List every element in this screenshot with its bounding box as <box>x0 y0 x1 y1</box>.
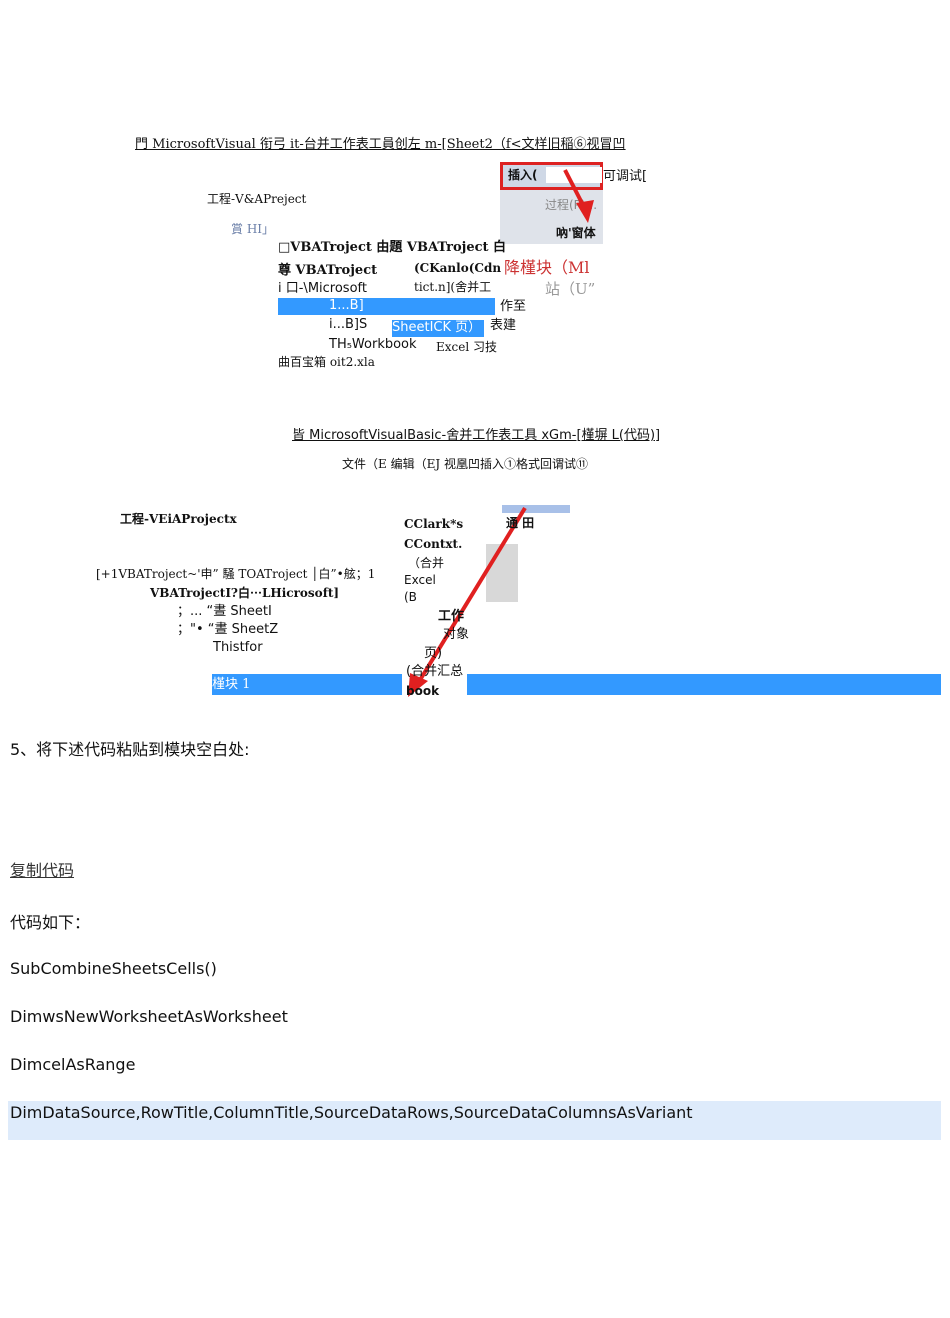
vbe-code-window-title: 皆 MicrosoftVisualBasic-舍并工作表工具 xGm-[槿塀 L… <box>292 428 661 443</box>
code-line: DimDataSource,RowTitle,ColumnTitle,Sourc… <box>10 1103 693 1122</box>
menu-user-form[interactable]: 吶'窗体 <box>556 226 596 240</box>
object-line: 作至 <box>500 299 527 314</box>
code-line: SubCombineSheetsCells() <box>10 959 217 978</box>
object-line: 工作 <box>438 609 465 624</box>
object-line: （合并 <box>408 556 445 570</box>
object-line: (B <box>404 590 417 604</box>
object-line: (合并汇总 <box>406 664 464 679</box>
vbe-window-title: 門 MicrosoftVisual 衔弓 it-台并工作表工員创左 m-[She… <box>135 137 626 152</box>
vbe-menu-bar[interactable]: 文件（E 编辑（EJ 视凰凹插入①格式回谓试⑪ <box>342 457 588 471</box>
project-label: 工程-V&APreject <box>207 192 307 206</box>
object-line: (CKanlo(Cdn <box>414 261 502 275</box>
tree-line[interactable]: i...B]S <box>329 317 368 332</box>
tree-line[interactable]: 尊 VBATroject <box>278 263 378 278</box>
object-line: book <box>406 684 440 698</box>
selection-bar <box>467 674 941 695</box>
menu-debug[interactable]: 可调试[ <box>603 169 648 184</box>
red-arrow-icon <box>408 506 527 697</box>
scroll-panel <box>486 544 518 602</box>
code-highlight <box>8 1101 941 1140</box>
tree-line[interactable]: [+1VBATroject~'申” 騒 TOATroject │白”•舷；1 <box>96 567 376 581</box>
tree-line[interactable]: 曲百宝箱 oit2.xla <box>278 355 375 369</box>
code-intro: 代码如下： <box>10 913 91 932</box>
menu-class[interactable]: 站（U” <box>545 280 596 298</box>
tree-line[interactable]: i 口-\Microsoft <box>278 281 367 296</box>
copy-code-link[interactable]: 复制代码 <box>10 861 75 880</box>
insert-menu-screenshot: 插入( 过程(P)... 吶'窗体 <box>500 162 603 244</box>
red-arrow-icon <box>563 169 594 223</box>
object-line: CClark*s <box>404 517 464 531</box>
tree-line[interactable]: Thistfor <box>213 640 263 655</box>
toolbar-strip <box>502 505 570 513</box>
menu-module[interactable]: 降槿块（Ml <box>504 258 590 277</box>
project-label: 工程-VEiAProjectx <box>120 512 237 526</box>
code-line: DimcelAsRange <box>10 1055 136 1074</box>
tree-line[interactable]: VBATrojectI?白⋯LHicrosoft] <box>150 586 340 600</box>
tree-line[interactable]: ；... “晝 SheetI <box>177 604 272 619</box>
toolbar-glyph: 通 田 <box>506 516 535 530</box>
menu-blank <box>546 167 602 183</box>
toolbar-glyph: 賞 HI」 <box>231 222 275 236</box>
object-line: Excel <box>404 573 436 587</box>
tree-line-selected[interactable]: 1...B] <box>278 298 495 315</box>
module-selected[interactable]: 槿块 1 <box>212 674 402 695</box>
object-line: 对象 <box>443 627 470 642</box>
step-5-text: 5、将下述代码粘贴到模块空白处: <box>10 740 250 759</box>
tree-line[interactable]: TH₅Workbook <box>329 337 417 352</box>
menu-insert[interactable]: 插入( <box>508 168 538 182</box>
tree-line[interactable]: □VBATroject 由題 VBATroject 白 <box>278 240 507 255</box>
selected-sheet[interactable]: SheetICK 页） <box>392 320 484 337</box>
object-line: CContxt. <box>404 537 463 551</box>
code-line: DimwsNewWorksheetAsWorksheet <box>10 1007 288 1026</box>
object-line: 页) <box>424 646 443 661</box>
object-line: tict.n](舍并工 <box>414 280 492 294</box>
object-line: Excel 习技 <box>436 340 498 354</box>
object-line: 表建 <box>490 318 517 333</box>
tree-line[interactable]: ；"• “晝 SheetZ <box>177 622 279 637</box>
